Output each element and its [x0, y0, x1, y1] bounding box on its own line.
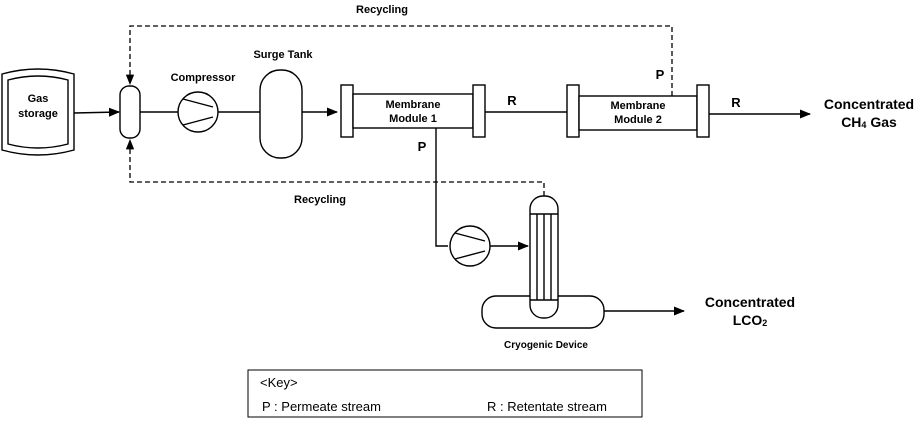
retentate-2-label: R: [731, 95, 741, 110]
permeate-2-label: P: [656, 67, 665, 82]
recycling-bottom-line: [125, 138, 545, 196]
ch4-product-label-2: CH4 Gas: [841, 114, 897, 130]
retentate-1-label: R: [507, 93, 517, 108]
surge-tank: Surge Tank: [253, 49, 313, 159]
legend-key: <Key> P : Permeate stream R : Retentate …: [247, 369, 643, 418]
permeate-1-line: [435, 128, 448, 247]
key-permeate: P : Permeate stream: [262, 399, 381, 414]
gas-storage-label-2: storage: [18, 108, 58, 120]
gas-storage-tank: Gas storage: [1, 68, 75, 156]
membrane-module-1: Membrane Module 1: [340, 84, 486, 138]
key-retentate: R : Retentate stream: [487, 399, 607, 414]
lco2-product-label-2: LCO2: [733, 312, 768, 328]
recycling-bottom-label: Recycling: [294, 194, 346, 206]
compressor-label: Compressor: [171, 72, 237, 84]
membrane1-label-1: Membrane: [385, 99, 440, 111]
cryogenic-device: Cryogenic Device: [481, 195, 605, 351]
surge-tank-label: Surge Tank: [253, 49, 313, 61]
compressor-2: [449, 225, 491, 267]
recycling-top-line: [125, 25, 673, 96]
cryogenic-device-label: Cryogenic Device: [504, 340, 588, 351]
key-title: <Key>: [260, 375, 298, 390]
permeate-1-label: P: [418, 139, 427, 154]
membrane-module-2: Membrane Module 2: [566, 84, 710, 138]
membrane1-label-2: Module 1: [389, 113, 437, 125]
membrane2-label-1: Membrane: [610, 100, 665, 112]
mixer-vessel: [119, 85, 141, 139]
recycling-top-label: Recycling: [356, 4, 408, 16]
compressor: Compressor: [171, 72, 237, 133]
membrane2-label-2: Module 2: [614, 114, 662, 126]
lco2-product-label-1: Concentrated: [705, 294, 795, 310]
gas-storage-label-1: Gas: [28, 93, 49, 105]
feed-line: [73, 107, 121, 117]
ch4-product-label-1: Concentrated: [824, 96, 914, 112]
